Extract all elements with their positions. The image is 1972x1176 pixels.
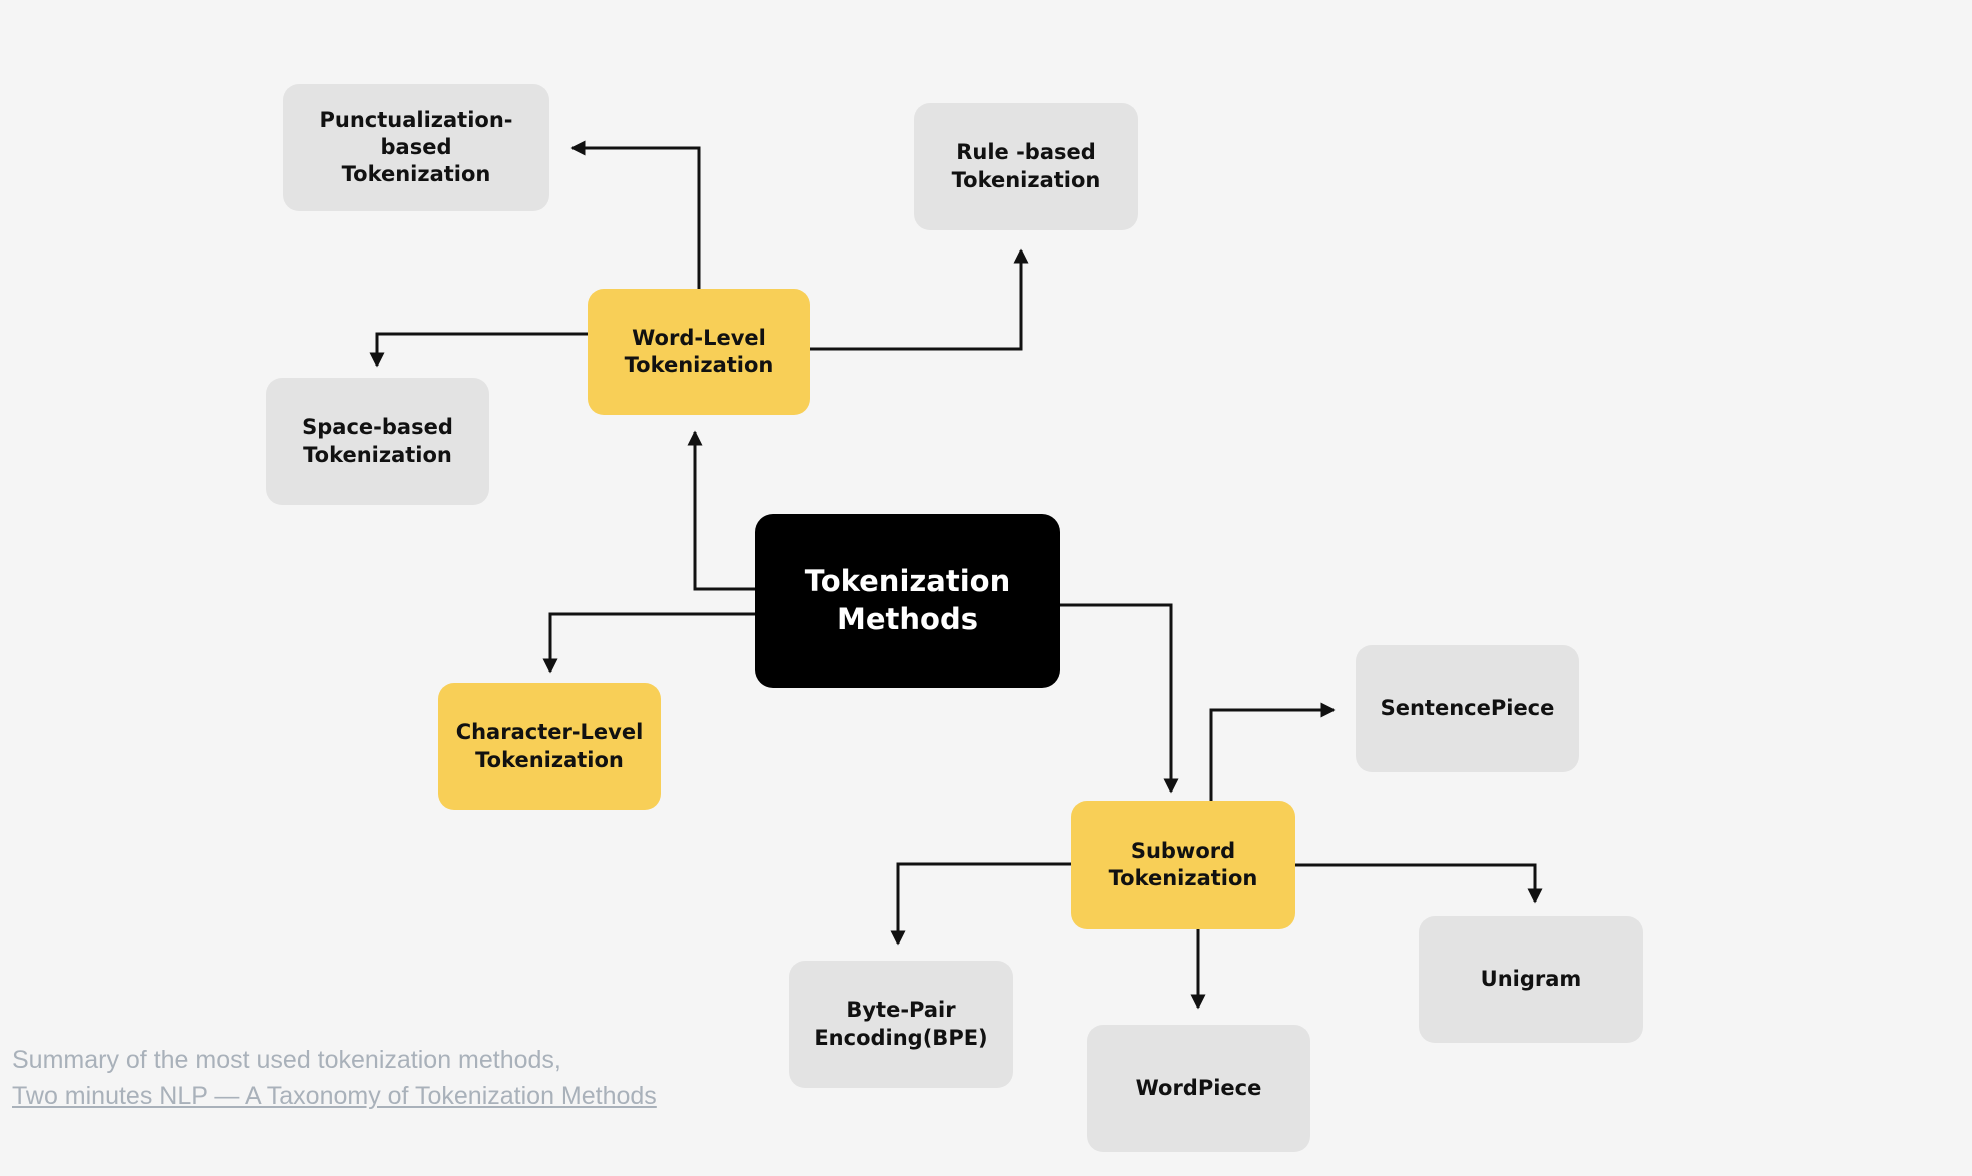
node-root-tokenization-methods: Tokenization Methods [755,514,1060,688]
node-rule-based-label: Rule -based Tokenization [951,140,1101,192]
node-punctuation-based-label: Punctualization-based Tokenization [319,107,513,187]
node-root-label: Tokenization Methods [804,564,1011,636]
node-bpe-label: Byte-Pair Encoding(BPE) [814,998,988,1050]
node-rule-based: Rule -based Tokenization [914,103,1138,230]
node-character-level-label: Character-Level Tokenization [455,720,644,772]
node-punctuation-based: Punctualization-based Tokenization [283,84,549,211]
edge-subword-to-unigram [1295,863,1543,904]
node-space-based-label: Space-based Tokenization [302,415,453,467]
node-sentencepiece-label: SentencePiece [1380,695,1555,720]
node-subword-label: Subword Tokenization [1108,838,1258,890]
edge-word-to-punctuation [570,140,701,289]
node-wordpiece-label: WordPiece [1135,1075,1262,1100]
figure-caption: Summary of the most used tokenization me… [12,1042,657,1115]
node-subword: Subword Tokenization [1071,801,1295,929]
edge-subword-to-bpe [890,862,1071,946]
node-sentencepiece: SentencePiece [1356,645,1579,772]
node-word-level-label: Word-Level Tokenization [624,325,774,377]
node-word-level: Word-Level Tokenization [588,289,810,415]
edge-root-to-word [687,430,755,591]
edge-subword-to-sentencepiece [1209,702,1336,801]
caption-source-link[interactable]: Two minutes NLP — A Taxonomy of Tokeniza… [12,1082,657,1111]
node-unigram-label: Unigram [1480,966,1582,991]
edge-root-to-character [542,612,755,674]
node-bpe: Byte-Pair Encoding(BPE) [789,961,1013,1088]
edge-word-to-space [369,332,588,368]
node-wordpiece: WordPiece [1087,1025,1310,1152]
edge-root-to-subword [1060,603,1179,794]
node-unigram: Unigram [1419,916,1643,1043]
node-space-based: Space-based Tokenization [266,378,489,505]
caption-text: Summary of the most used tokenization me… [12,1046,561,1074]
node-character-level: Character-Level Tokenization [438,683,661,810]
edge-word-to-rule [810,248,1029,351]
